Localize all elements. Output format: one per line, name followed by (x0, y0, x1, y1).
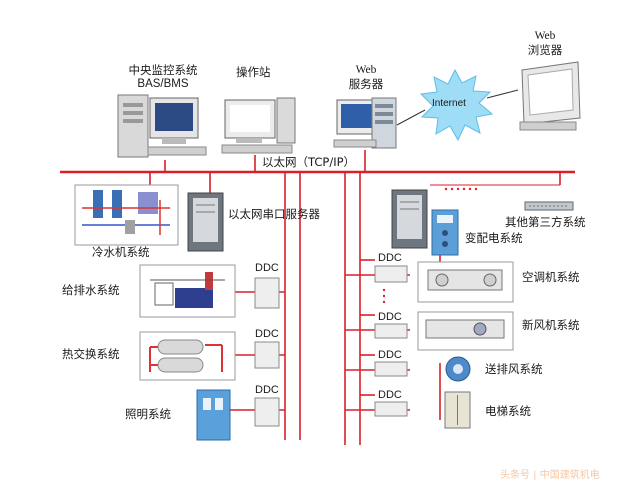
serial-server-cabinet (187, 192, 224, 252)
ddc-label-water: DDC (255, 262, 279, 274)
lighting-label: 照明系统 (125, 407, 171, 421)
chiller-system-box (74, 184, 179, 246)
ddc-modules-right (374, 265, 408, 417)
web-browser-monitor (519, 61, 581, 131)
power-server-cabinet (391, 189, 428, 249)
ventilation-fan (445, 356, 471, 382)
ddc-label-fresh: DDC (378, 311, 402, 323)
web-server-label: Web 服务器 (348, 64, 384, 91)
water-supply-box (139, 264, 236, 318)
ddc-label-elevator: DDC (378, 389, 402, 401)
water-supply-label: 给排水系统 (62, 283, 120, 297)
central-monitor-label: 中央监控系统 BAS/BMS (128, 63, 198, 90)
air-conditioning-label: 空调机系统 (522, 270, 580, 284)
serial-server-label: 以太网串口服务器 (228, 207, 320, 221)
fresh-air-box (417, 311, 514, 351)
power-distribution-label: 变配电系统 (465, 231, 523, 245)
ddc-label-vent: DDC (378, 349, 402, 361)
ddc-label-air: DDC (378, 252, 402, 264)
ddc-label-lighting: DDC (255, 384, 279, 396)
watermark: 头条号 | 中国建筑机电 (500, 470, 600, 481)
dotted-connectors (382, 187, 478, 304)
central-monitor-computer (117, 94, 207, 158)
third-party-label: 其他第三方系统 (505, 215, 586, 229)
web-browser-label: Web 浏览器 (527, 30, 563, 57)
fresh-air-label: 新风机系统 (522, 318, 580, 332)
ventilation-label: 送排风系统 (485, 362, 543, 376)
ethernet-bus-label: 以太网（TCP/IP） (262, 155, 356, 169)
ddc-label-heat: DDC (255, 328, 279, 340)
third-party-rack (524, 201, 574, 211)
chiller-label: 冷水机系统 (92, 245, 150, 259)
power-distribution-panel (431, 209, 459, 256)
elevator-label: 电梯系统 (485, 404, 531, 418)
internet-cloud (396, 68, 519, 142)
heat-exchange-label: 热交换系统 (62, 347, 120, 361)
heat-exchange-box (139, 331, 236, 381)
internet-label: Internet (432, 98, 466, 109)
operator-station-label: 操作站 (236, 65, 271, 79)
web-server-computer (333, 97, 397, 149)
elevator-unit (444, 391, 471, 429)
lighting-panel (196, 389, 231, 441)
air-conditioning-box (417, 261, 514, 303)
operator-station-computer (221, 97, 296, 154)
ddc-modules-left (254, 277, 280, 427)
